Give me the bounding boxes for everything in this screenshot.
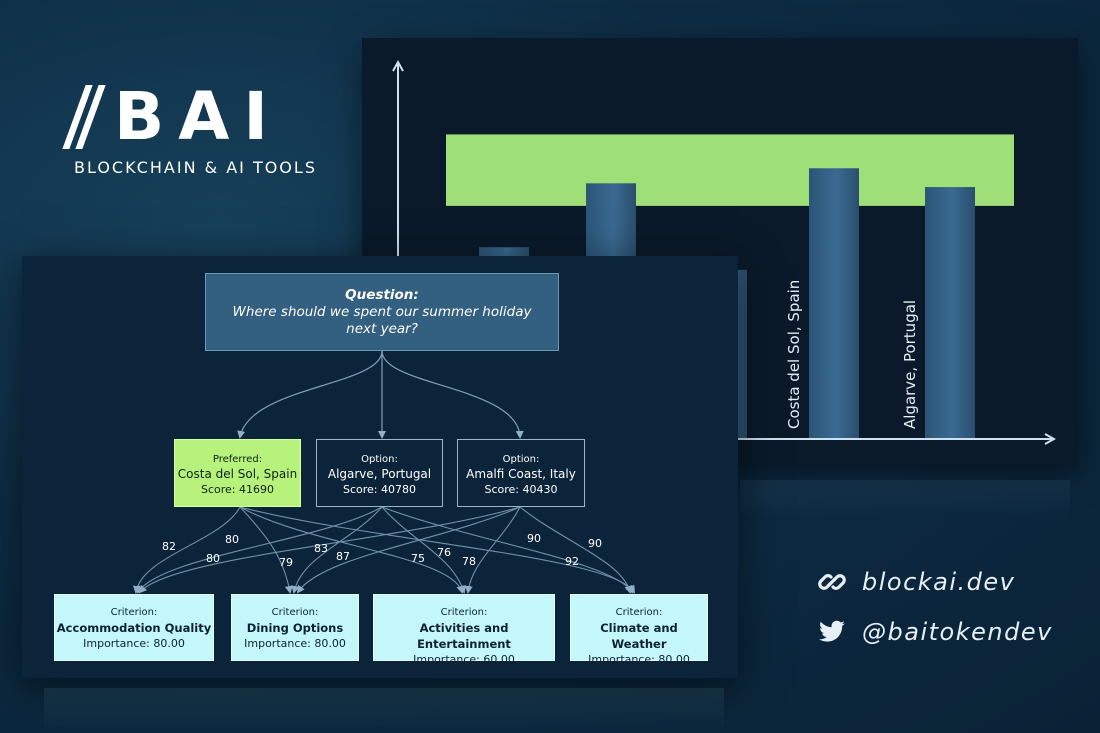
highlight-band — [446, 134, 1014, 206]
question-box: Question: Where should we spent our summ… — [205, 273, 559, 351]
bar — [925, 187, 975, 439]
twitter-handle: @baitokendev — [862, 618, 1053, 646]
option-costa-del-sol: Preferred: Costa del Sol, Spain Score: 4… — [174, 439, 301, 507]
option-name: Amalfi Coast, Italy — [466, 467, 576, 481]
option-score: Score: 40780 — [342, 483, 416, 496]
option-label: Option: — [361, 454, 398, 465]
criterion-importance: Importance: 80.00 — [244, 637, 346, 650]
option-name: Algarve, Portugal — [327, 467, 432, 481]
weight-label: 87 — [336, 550, 350, 563]
y-axis-arrow — [392, 59, 404, 72]
weight-label: 79 — [279, 556, 293, 569]
decision-diagram-panel: Question: Where should we spent our summ… — [22, 256, 738, 678]
question-text: Where should we spent our summer holiday… — [232, 304, 532, 337]
option-label: Option: — [502, 454, 540, 465]
criterion-importance: Importance: 60.00 — [413, 653, 515, 666]
weight-label: 80 — [225, 533, 239, 546]
criterion-name: Accommodation Quality — [56, 621, 212, 635]
criterion-importance: Importance: 80.00 — [588, 653, 690, 666]
criterion-label: Criterion: — [110, 607, 158, 618]
twitter-bird-icon — [819, 620, 845, 642]
criterion-importance: Importance: 80.00 — [83, 637, 185, 650]
option-amalfi-coast: Option: Amalfi Coast, Italy Score: 40430 — [457, 439, 585, 507]
chart-reflection — [740, 480, 1070, 520]
weight-label: 90 — [527, 532, 541, 545]
option-label: Preferred: — [212, 454, 263, 465]
criterion-accommodation-quality: Criterion: Accommodation Quality Importa… — [54, 594, 214, 661]
bar — [809, 168, 859, 439]
option-name: Costa del Sol, Spain — [177, 467, 298, 481]
weight-label: 78 — [462, 555, 476, 568]
website-text: blockai.dev — [862, 568, 1016, 596]
weight-label: 83 — [314, 542, 328, 555]
link-question-option-3 — [381, 350, 524, 439]
criterion-activities-entertainment: Criterion: Activities and Entertainment … — [373, 594, 555, 666]
panel-reflection — [44, 688, 724, 733]
website-link[interactable]: blockai.dev — [818, 568, 1015, 596]
criterion-label: Criterion: — [271, 607, 319, 618]
weight-label: 76 — [437, 546, 451, 559]
criterion-label: Criterion: — [615, 607, 663, 618]
link-question-option-1 — [237, 350, 383, 439]
brand-name: BAI — [114, 78, 282, 155]
criterion-climate-weather: Criterion: Climate and Weather Importanc… — [570, 594, 708, 666]
question-label: Question: — [345, 287, 419, 303]
option-algarve: Option: Algarve, Portugal Score: 40780 — [316, 439, 443, 507]
brand-logo: BAI BLOCKCHAIN & AI TOOLS — [62, 78, 317, 177]
option-score: Score: 40430 — [484, 483, 558, 496]
diagram-connectors — [133, 350, 636, 594]
link-icon — [818, 574, 846, 590]
weight-label: 90 — [588, 537, 602, 550]
logo-slashes — [62, 85, 106, 149]
option-score: Score: 41690 — [200, 483, 274, 496]
bar-label: Algarve, Portugal — [901, 300, 919, 429]
weight-label: 92 — [565, 555, 579, 568]
criterion-dining-options: Criterion: Dining Options Importance: 80… — [231, 594, 359, 661]
weight-label: 80 — [206, 552, 220, 565]
bar-label: Costa del Sol, Spain — [785, 280, 803, 429]
criterion-label: Criterion: — [440, 607, 488, 618]
brand-tagline: BLOCKCHAIN & AI TOOLS — [74, 158, 317, 177]
twitter-link[interactable]: @baitokendev — [818, 618, 1053, 646]
criterion-name: Dining Options — [246, 621, 344, 635]
criterion-name: Activities and Entertainment — [417, 621, 511, 651]
criterion-name: Climate and Weather — [600, 621, 678, 651]
weight-label: 82 — [162, 540, 176, 553]
weight-label: 75 — [411, 552, 425, 565]
x-axis-arrow — [1044, 433, 1057, 445]
